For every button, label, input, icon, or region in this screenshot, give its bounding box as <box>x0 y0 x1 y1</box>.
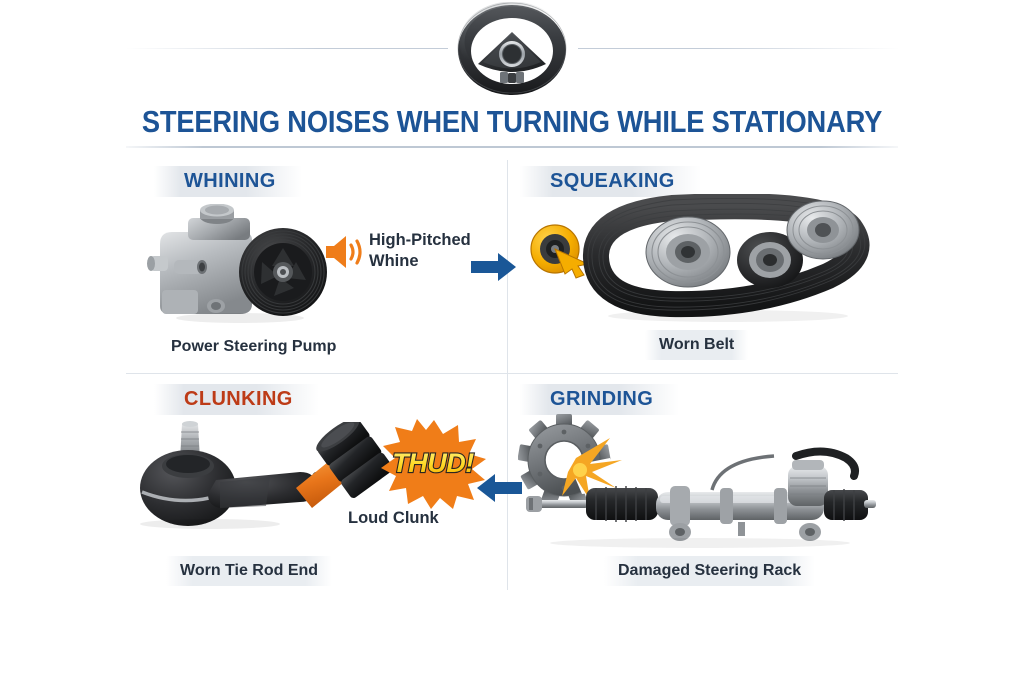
section-heading-whining: WHINING <box>154 166 302 197</box>
title-underline <box>126 146 898 148</box>
header-rule-right <box>578 48 900 49</box>
page-title: STEERING NOISES WHEN TURNING WHILE STATI… <box>61 104 962 140</box>
noise-label-line2: Whine <box>369 252 419 270</box>
serpentine-belt-icon <box>578 193 888 329</box>
caption-worn-tie-rod-end: Worn Tie Rod End <box>166 556 333 586</box>
steering-wheel-icon <box>442 1 582 98</box>
noise-label-line1: High-Pitched <box>369 231 471 249</box>
section-heading-grinding: GRINDING <box>520 384 680 415</box>
caption-worn-belt: Worn Belt <box>645 330 749 360</box>
noise-label-whining: High-Pitched Whine <box>369 230 471 272</box>
power-steering-pump-icon <box>144 203 334 329</box>
quadrant-whining: WHINING <box>126 160 516 373</box>
caption-damaged-steering-rack: Damaged Steering Rack <box>604 556 816 586</box>
steering-rack-icon <box>524 442 876 557</box>
broken-gear-spark-icon <box>517 414 638 515</box>
thud-burst-icon: THUD! <box>379 418 489 515</box>
arrow-left-icon <box>476 473 522 508</box>
squeak-pulley-icon <box>528 220 596 287</box>
noise-label-clunking: Loud Clunk <box>348 509 439 527</box>
speaker-sound-icon <box>322 232 368 277</box>
section-heading-squeaking: SQUEAKING <box>520 166 701 197</box>
header-rule-left <box>126 48 448 49</box>
arrow-right-icon <box>471 252 517 287</box>
thud-burst-text: THUD! <box>392 448 474 478</box>
page-title-tail: STATIONARY <box>711 104 883 139</box>
page-title-main: STEERING NOISES WHEN TURNING WHILE <box>141 104 712 139</box>
vertical-divider <box>507 160 508 590</box>
horizontal-divider <box>126 373 898 374</box>
quadrant-clunking: CLUNKING <box>126 378 522 590</box>
quadrant-grinding: GRINDING <box>508 378 898 590</box>
caption-power-steering-pump: Power Steering Pump <box>171 338 337 355</box>
quadrant-squeaking: SQUEAKING <box>508 160 898 373</box>
section-heading-clunking: CLUNKING <box>154 384 319 415</box>
hammer-icon <box>294 418 404 515</box>
